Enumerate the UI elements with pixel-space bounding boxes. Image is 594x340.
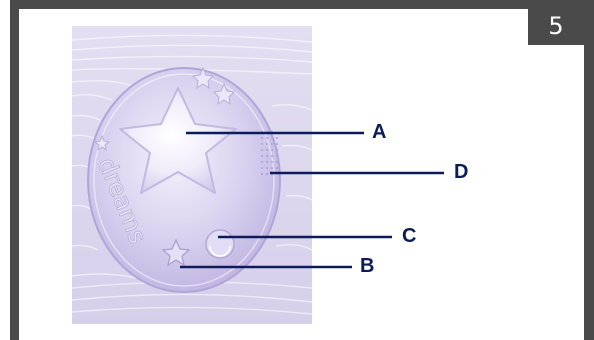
callout-label-b: B bbox=[360, 255, 374, 278]
callout-label-d: D bbox=[454, 161, 468, 184]
callout-label-c: C bbox=[402, 225, 416, 248]
callout-label-a: A bbox=[372, 121, 386, 144]
